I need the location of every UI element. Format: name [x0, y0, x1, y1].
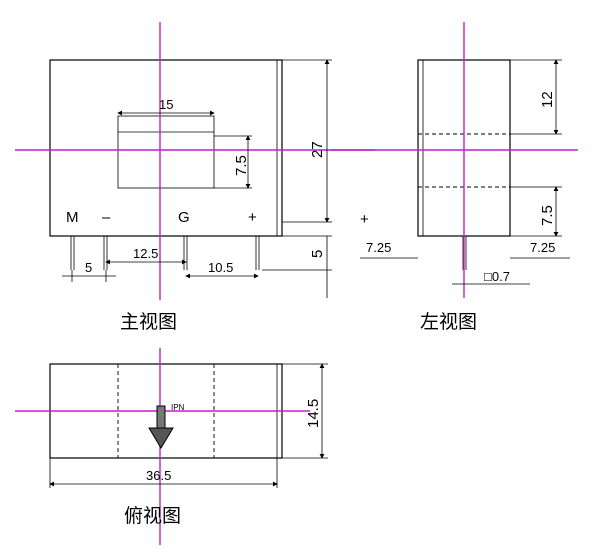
dim-pitch-second: 12.5 [133, 246, 158, 261]
front-view: M – G + 15 7.5 27 5 5 12.5 10.5 主视图 [15, 22, 375, 333]
side-view: 12 7.5 + 7.25 7.25 □0.7 左视图 [330, 22, 578, 333]
front-view-aperture [117, 115, 215, 189]
pin-label-g: G [178, 209, 190, 226]
side-view-plus-mark: + [360, 211, 369, 228]
dim-upper-height: 12 [539, 91, 556, 108]
dim-aperture-width: 15 [159, 97, 173, 112]
dim-pitch-third: 10.5 [208, 260, 233, 275]
dim-lower-height: 7.5 [539, 205, 556, 226]
dim-left-offset: 7.25 [366, 240, 391, 255]
pin-label-plus: + [248, 209, 257, 226]
current-direction-arrow-icon [148, 405, 174, 449]
dim-right-offset: 7.25 [530, 240, 555, 255]
pin-label-minus: – [102, 209, 111, 226]
front-view-caption: 主视图 [120, 311, 177, 333]
dim-length: 36.5 [146, 468, 171, 483]
dim-body-height: 27 [309, 141, 326, 158]
current-label: IPN [171, 403, 185, 412]
pin-label-m: M [66, 209, 79, 226]
dim-pin-length: 5 [309, 250, 326, 258]
top-view-caption: 俯视图 [124, 505, 181, 527]
dim-depth: 14.5 [305, 399, 322, 428]
dim-pin-size: □0.7 [484, 269, 510, 284]
dim-aperture-height: 7.5 [233, 155, 250, 176]
side-view-caption: 左视图 [420, 311, 477, 333]
front-view-body [49, 59, 283, 237]
dim-pitch-first: 5 [85, 260, 92, 275]
top-view: IPN 14.5 36.5 俯视图 [15, 348, 328, 545]
